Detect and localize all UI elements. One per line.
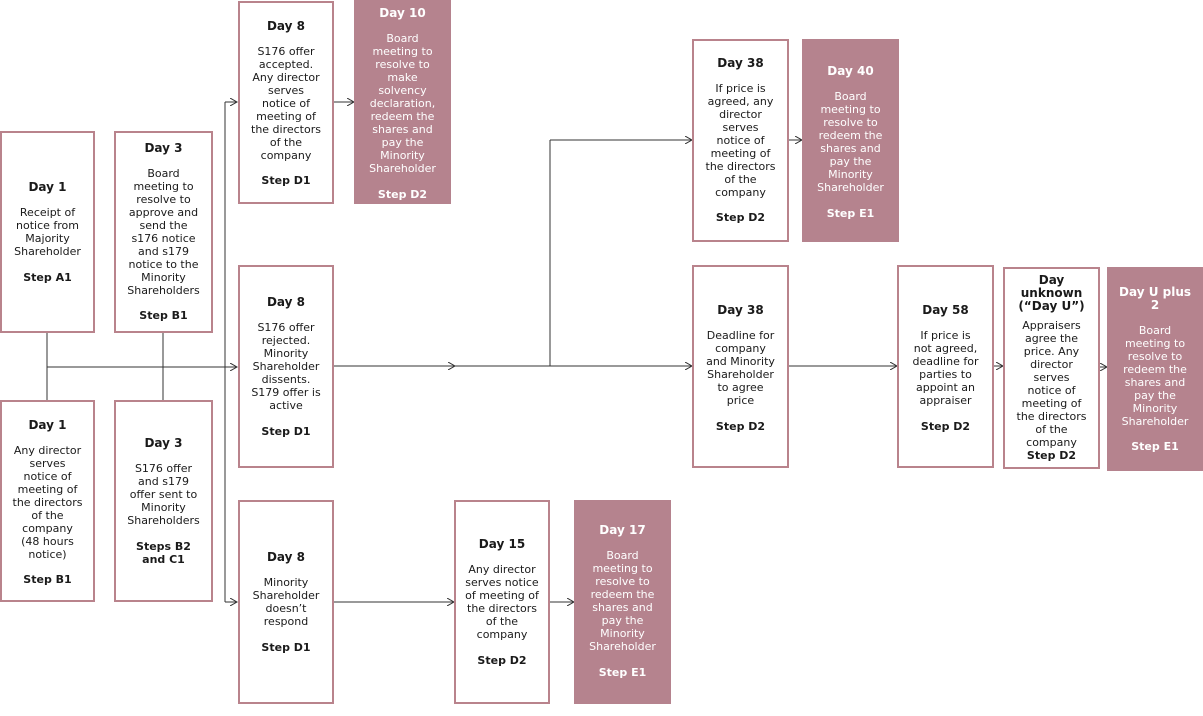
step-e1-day-u-plus-2-box: Day U plus 2 Board meeting to resolve to…	[1107, 267, 1203, 471]
step-description: Board meeting to resolve to redeem the s…	[817, 90, 884, 194]
step-label: Step A1	[23, 271, 72, 284]
step-description: Deadline for company and Minority Shareh…	[706, 329, 775, 407]
step-label: Step D1	[261, 641, 311, 654]
day-label: Day 8	[266, 550, 306, 564]
day-label: Day 8	[266, 295, 306, 309]
day-label: Day 58	[922, 303, 969, 317]
day-label: Day 40	[827, 64, 874, 78]
step-label: Step D2	[1026, 449, 1077, 462]
step-description: Appraisers agree the price. Any director…	[1016, 319, 1087, 449]
step-label: Step D2	[377, 188, 428, 201]
day-label: Day 1	[28, 180, 67, 194]
day-label: Day 1	[28, 418, 67, 432]
step-description: Board meeting to resolve to redeem the s…	[1121, 324, 1189, 428]
step-description: If price is not agreed, deadline for par…	[912, 329, 979, 407]
step-a1-box: Day 1 Receipt of notice from Majority Sh…	[0, 131, 95, 333]
step-label: Step D1	[261, 425, 311, 438]
step-label: Step D2	[715, 420, 766, 433]
day-label: Day 15	[478, 537, 526, 551]
step-description: Board meeting to resolve to redeem the s…	[589, 549, 656, 653]
step-d1-no-response-box: Day 8 Minority Shareholder doesn’t respo…	[238, 500, 334, 704]
step-d2-day10-box: Day 10 Board meeting to resolve to make …	[354, 0, 451, 204]
step-d2-appraiser-box: Day 58 If price is not agreed, deadline …	[897, 265, 994, 468]
day-label: Day unknown (“Day U”)	[1018, 273, 1085, 313]
step-label: Step D2	[477, 654, 527, 667]
step-b1-box: Day 3 Board meeting to resolve to approv…	[114, 131, 213, 333]
step-label: Step E1	[826, 207, 875, 220]
step-d2-day-u-box: Day unknown (“Day U”) Appraisers agree t…	[1003, 267, 1100, 469]
step-description: Board meeting to resolve to approve and …	[127, 167, 200, 297]
step-description: S176 offer and s179 offer sent to Minori…	[127, 462, 200, 527]
day-label: Day 10	[379, 6, 426, 20]
day-label: Day 3	[144, 436, 183, 450]
step-label: Step D2	[715, 211, 766, 224]
step-label: Step D1	[261, 174, 311, 187]
step-e1-day40-box: Day 40 Board meeting to resolve to redee…	[802, 39, 899, 242]
step-d1-rejected-box: Day 8 S176 offer rejected. Minority Shar…	[238, 265, 334, 468]
step-description: S176 offer rejected. Minority Shareholde…	[251, 321, 321, 412]
day-label: Day 8	[266, 19, 306, 33]
step-label: Steps B2 and C1	[136, 540, 191, 566]
step-description: S176 offer accepted. Any director serves…	[251, 45, 321, 162]
step-description: If price is agreed, any director serves …	[705, 82, 776, 199]
step-d2-price-deadline-box: Day 38 Deadline for company and Minority…	[692, 265, 789, 468]
step-d2-day15-box: Day 15 Any director serves notice of mee…	[454, 500, 550, 704]
step-label: Step E1	[598, 666, 647, 679]
step-description: Any director serves notice of meeting of…	[465, 563, 539, 641]
day-label: Day 38	[717, 303, 764, 317]
step-label: Step B1	[23, 573, 72, 586]
step-e1-day17-box: Day 17 Board meeting to resolve to redee…	[574, 500, 671, 704]
step-description: Minority Shareholder doesn’t respond	[252, 576, 320, 628]
step-description: Any director serves notice of meeting of…	[12, 444, 83, 561]
step-label: Step B1	[139, 309, 188, 322]
step-description: Receipt of notice from Majority Sharehol…	[14, 206, 81, 258]
day-label: Day 17	[599, 523, 646, 537]
day-label: Day 38	[717, 56, 764, 70]
step-d2-price-agreed-box: Day 38 If price is agreed, any director …	[692, 39, 789, 242]
day-label: Day 3	[144, 141, 183, 155]
day-label: Day U plus 2	[1119, 285, 1191, 312]
steps-b2-c1-box: Day 3 S176 offer and s179 offer sent to …	[114, 400, 213, 602]
step-label: Step E1	[1131, 440, 1179, 453]
step-description: Board meeting to resolve to make solvenc…	[369, 32, 436, 175]
step-d1-accepted-box: Day 8 S176 offer accepted. Any director …	[238, 1, 334, 204]
step-b1-notice-box: Day 1 Any director serves notice of meet…	[0, 400, 95, 602]
step-label: Step D2	[920, 420, 971, 433]
